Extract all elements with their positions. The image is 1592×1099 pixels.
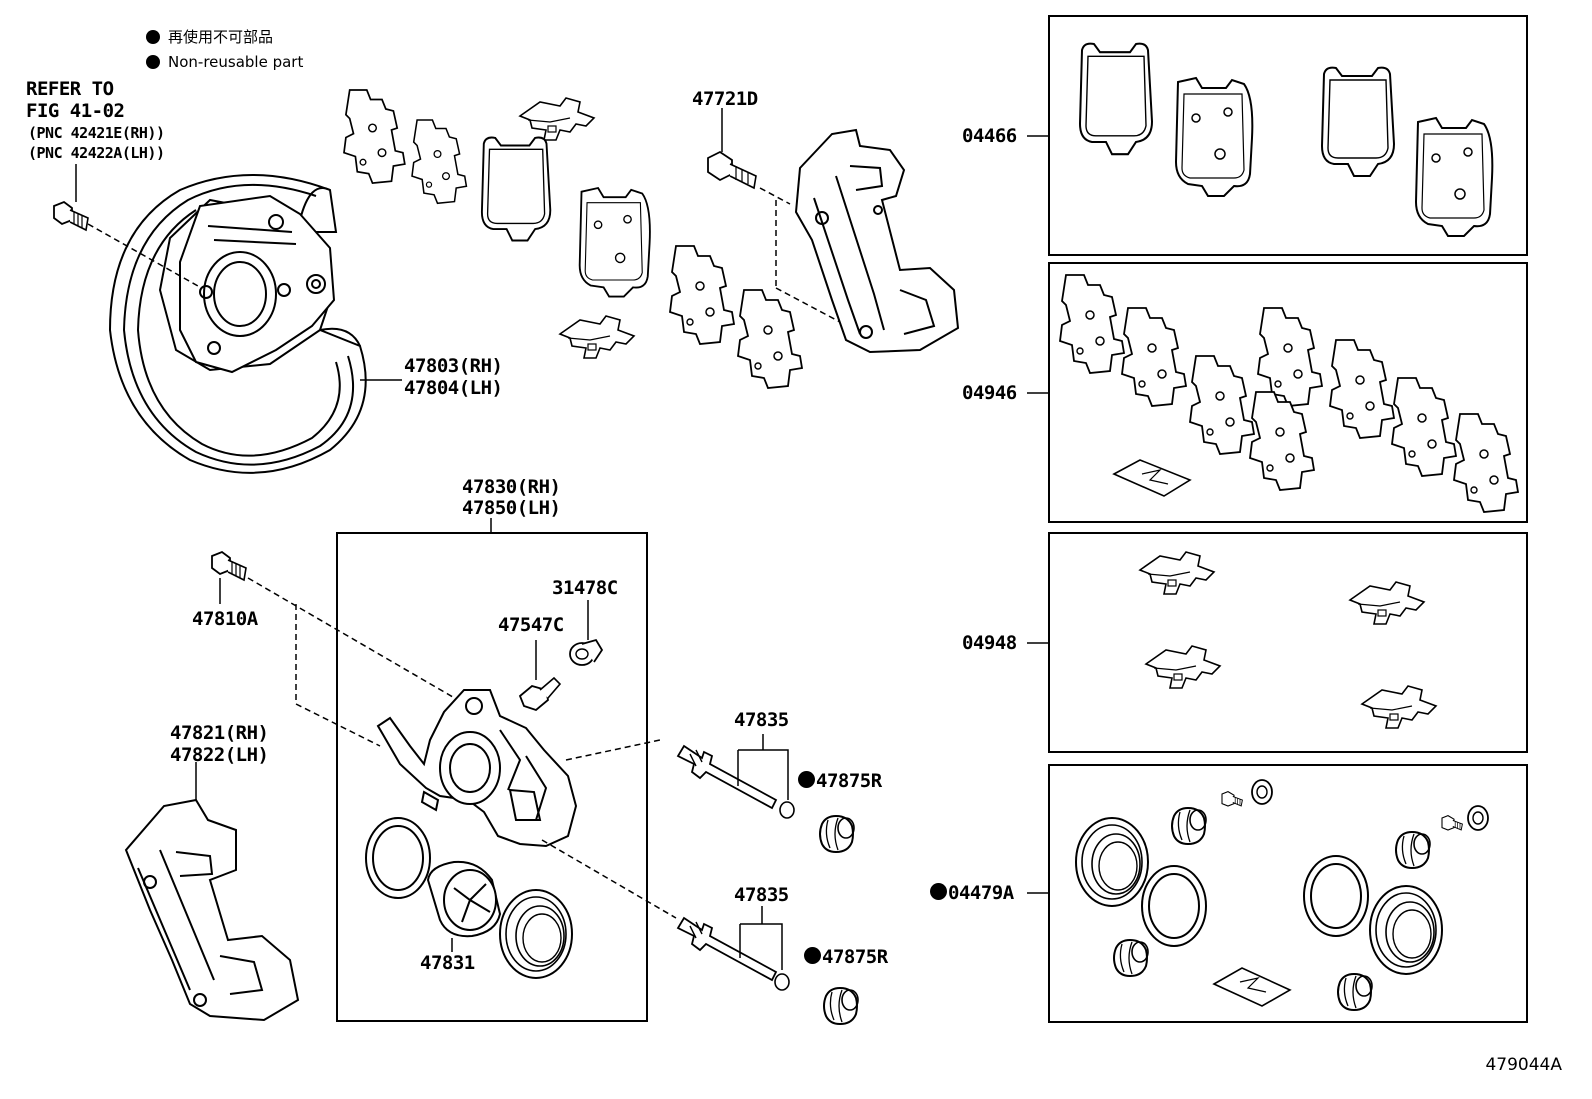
part-04466[interactable]: 04466 (962, 125, 1017, 147)
legend-en-text: Non-reusable part (168, 53, 304, 71)
kit-04479A-ring-1 (1141, 865, 1207, 947)
slide-pin-upper-bushing (779, 801, 795, 819)
non-reusable-dot-icon (146, 55, 160, 69)
figure-id: 479044A (1485, 1055, 1562, 1075)
backing-plate (179, 194, 336, 374)
cylinder-boot (499, 889, 573, 979)
refer-line-4: (PNC 42422A(LH)) (28, 144, 165, 162)
kit-04466-pad-4 (1415, 117, 1494, 237)
legend-jp-text: 再使用不可部品 (168, 28, 274, 46)
outer-shim-1 (669, 245, 735, 345)
part-31478C[interactable]: 31478C (552, 577, 618, 599)
kit-04479A-boot-3 (1395, 831, 1431, 869)
pad-clip-upper (519, 97, 595, 141)
kit-04946-shim-5 (1249, 391, 1315, 491)
kit-04479A-bleeder-1 (1221, 791, 1243, 807)
slide-pin-lower-bushing (774, 973, 790, 991)
kit-04466-pad-1 (1078, 42, 1154, 156)
brake-pad-outer (578, 187, 651, 298)
bleeder-cap (569, 638, 604, 666)
piston-seal (365, 817, 431, 899)
caliper-bracket-top (794, 128, 960, 354)
slide-pin-boot-upper (819, 815, 855, 853)
kit-04479A-seal-1 (1075, 817, 1149, 907)
hub-bolt (53, 200, 89, 232)
part-47810A[interactable]: 47810A (192, 608, 258, 630)
non-reusable-dot-icon (930, 883, 947, 900)
part-47875R-lower-text: 47875R (822, 946, 888, 968)
part-47830[interactable]: 47830(RH) (462, 476, 561, 498)
part-47804[interactable]: 47804(LH) (404, 377, 503, 399)
kit-04479A-boot-2 (1113, 939, 1149, 977)
part-47822[interactable]: 47822(LH) (170, 744, 269, 766)
kit-04946-shim-1 (1059, 274, 1125, 374)
caliper-body (376, 689, 578, 848)
part-04479A-text: 04479A (948, 882, 1014, 904)
inner-shim-2 (411, 119, 468, 205)
part-47721D[interactable]: 47721D (692, 88, 758, 110)
kit-04479A-grease-packet (1212, 967, 1292, 1007)
kit-box-04948 (1048, 532, 1528, 753)
inner-shim-1 (343, 89, 406, 184)
pad-clip-lower (559, 315, 635, 359)
kit-04948-clip-4 (1361, 685, 1437, 729)
non-reusable-dot-icon (146, 30, 160, 44)
kit-04479A-ring-2 (1303, 855, 1369, 937)
kit-04479A-bleeder-2 (1441, 815, 1463, 831)
part-47547C[interactable]: 47547C (498, 614, 564, 636)
non-reusable-dot-icon (804, 947, 821, 964)
part-04948[interactable]: 04948 (962, 632, 1017, 654)
bleeder-plug (518, 676, 562, 712)
kit-04948-clip-2 (1349, 581, 1425, 625)
part-47831[interactable]: 47831 (420, 952, 475, 974)
caliper-mount-bolt (707, 150, 757, 190)
refer-line-1: REFER TO (26, 78, 114, 100)
kit-04948-clip-1 (1139, 551, 1215, 595)
kit-04946-shim-2 (1121, 307, 1187, 407)
kit-04946-shim-8 (1453, 413, 1519, 513)
legend-jp: 再使用不可部品 (146, 26, 273, 48)
kit-04479A-seal-2 (1369, 885, 1443, 975)
brake-pad-inner (480, 136, 552, 242)
part-47850[interactable]: 47850(LH) (462, 497, 561, 519)
part-47835-upper[interactable]: 47835 (734, 709, 789, 731)
legend-en: Non-reusable part (146, 51, 303, 73)
kit-04948-clip-3 (1145, 645, 1221, 689)
refer-line-3: (PNC 42421E(RH)) (28, 124, 165, 142)
part-47821[interactable]: 47821(RH) (170, 722, 269, 744)
kit-04479A-boot-4 (1337, 973, 1373, 1011)
slide-pin-boot-lower (823, 987, 859, 1025)
part-47803[interactable]: 47803(RH) (404, 355, 503, 377)
part-04479A[interactable]: 04479A (930, 882, 1014, 904)
caliper-bracket-bolt (211, 550, 247, 582)
refer-line-2[interactable]: FIG 41-02 (26, 100, 125, 122)
kit-04946-shim-3 (1189, 355, 1255, 455)
kit-04946-shim-6 (1329, 339, 1395, 439)
part-47875R-lower[interactable]: 47875R (804, 946, 888, 968)
caliper-assembly-box (336, 532, 648, 1022)
non-reusable-dot-icon (798, 771, 815, 788)
piston (426, 860, 502, 938)
kit-04466-pad-2 (1175, 77, 1254, 197)
caliper-bracket-lower (124, 798, 300, 1022)
outer-shim-2 (737, 289, 803, 389)
kit-04479A-boot-1 (1171, 807, 1207, 845)
part-47875R-upper[interactable]: 47875R (798, 770, 882, 792)
kit-04466-pad-3 (1321, 66, 1395, 177)
slide-pin-lower (677, 917, 777, 981)
part-04946[interactable]: 04946 (962, 382, 1017, 404)
slide-pin-upper (677, 745, 777, 809)
kit-04946-shim-7 (1391, 377, 1457, 477)
part-47835-lower[interactable]: 47835 (734, 884, 789, 906)
part-47875R-upper-text: 47875R (816, 770, 882, 792)
